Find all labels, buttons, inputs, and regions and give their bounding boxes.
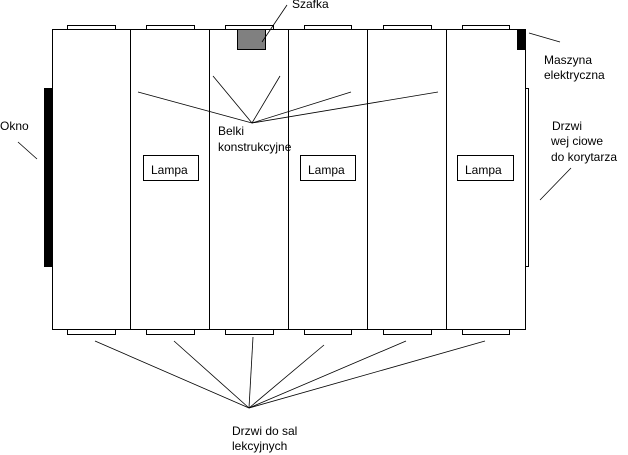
entrance-door <box>525 88 529 267</box>
window <box>44 88 52 267</box>
top-doors <box>67 25 510 30</box>
window-label: Okno <box>0 119 29 133</box>
entrance-label-line1: Drzwi <box>552 119 582 133</box>
leader-lines <box>17 4 572 409</box>
classroom-doors <box>67 329 510 335</box>
machine-label-line2: elektryczna <box>544 68 605 82</box>
entrance-label-line2: wej ciowe <box>551 134 604 148</box>
lamp-label: Lampa <box>308 163 345 177</box>
cabinet <box>237 29 266 50</box>
beams-label-line1: Belki <box>218 124 245 138</box>
lamps <box>143 155 514 181</box>
cabinet-label: Szafka <box>292 0 329 11</box>
beams-label-line2: konstrukcyjne <box>218 140 292 154</box>
classroom-doors-label-line1: Drzwi do sal <box>232 424 298 438</box>
lamp-label: Lampa <box>465 163 502 177</box>
electric-machine <box>517 29 525 50</box>
lamp-label: Lampa <box>151 163 188 177</box>
room-dividers <box>130 29 447 330</box>
machine-label-line1: Maszyna <box>544 53 593 67</box>
entrance-label-line3: do korytarza <box>551 150 618 164</box>
classroom-doors-label-line2: lekcyjnych <box>232 439 288 453</box>
